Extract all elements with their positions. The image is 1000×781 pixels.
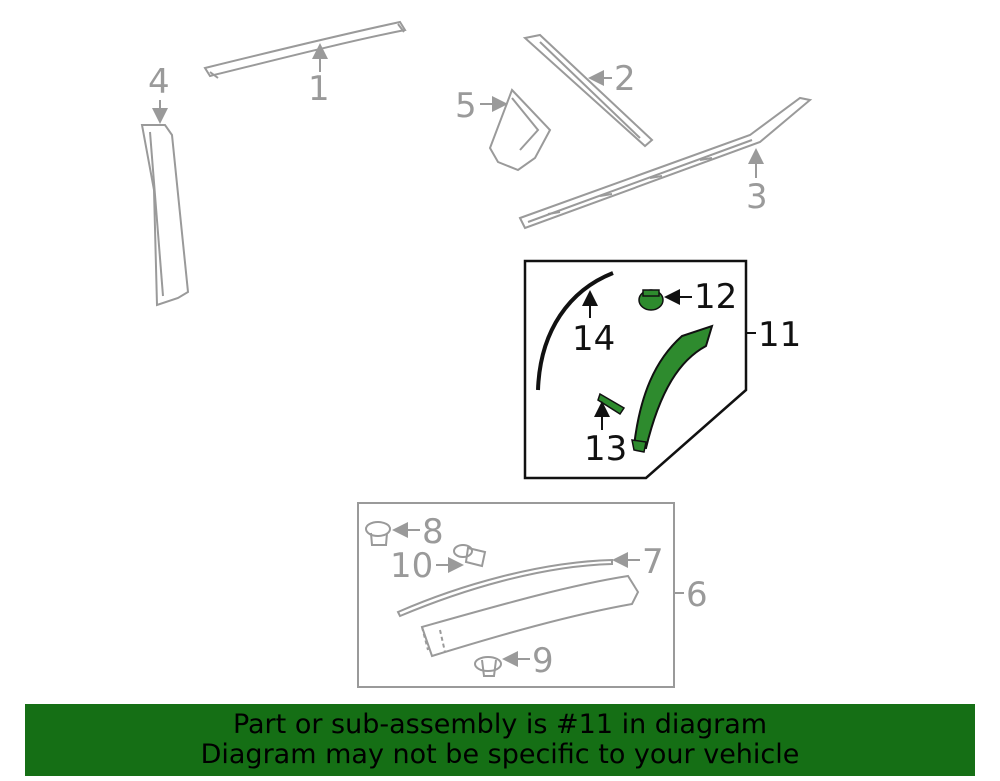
- part-11-molding-foot: [631, 439, 647, 453]
- callout-1: 1: [308, 69, 330, 109]
- part-12-clip: [638, 289, 664, 311]
- part-2-strip: [522, 33, 654, 148]
- part-9-clip: [474, 656, 502, 677]
- banner-line-2: Diagram may not be specific to your vehi…: [200, 739, 800, 770]
- banner-line-1: Part or sub-assembly is #11 in diagram: [232, 709, 768, 740]
- callout-8: 8: [422, 512, 444, 552]
- callout-14: 14: [572, 319, 615, 359]
- callout-13: 13: [584, 429, 627, 469]
- part-3-belt-molding: [518, 96, 813, 230]
- callout-4: 4: [148, 62, 170, 102]
- callout-11: 11: [758, 315, 801, 355]
- callout-5: 5: [455, 86, 477, 126]
- part-8-clip: [365, 521, 391, 546]
- part-6-trim-panel: [420, 574, 640, 658]
- part-1-roof-molding: [203, 20, 407, 79]
- part-14-curved-strip: [536, 271, 614, 391]
- part-13-tab: [597, 392, 626, 416]
- callout-10: 10: [390, 546, 433, 586]
- part-4-pillar: [140, 124, 190, 307]
- callout-6: 6: [686, 575, 708, 615]
- callout-box-11: [523, 259, 748, 480]
- callout-12: 12: [694, 277, 737, 317]
- callout-2: 2: [614, 59, 636, 99]
- callout-3: 3: [746, 177, 768, 217]
- callout-7: 7: [642, 542, 664, 582]
- part-5-corner-piece: [488, 88, 552, 172]
- info-banner: Part or sub-assembly is #11 in diagram D…: [25, 704, 975, 776]
- callout-9: 9: [532, 641, 554, 681]
- parts-diagram: 1 2 3 4 5 11 14 12 13: [140, 20, 813, 688]
